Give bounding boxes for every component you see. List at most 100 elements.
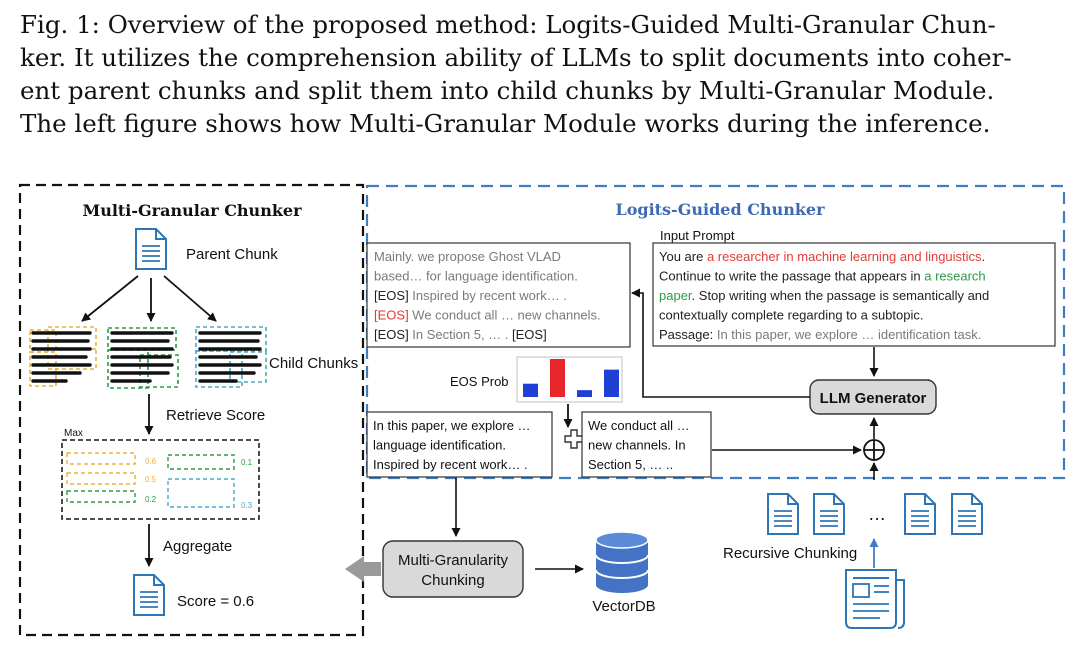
llm-generator-label: LLM Generator: [820, 390, 927, 407]
text-line: We conduct all …: [588, 418, 690, 433]
input-prompt-label: Input Prompt: [660, 228, 735, 243]
split-arrow-right: [163, 275, 217, 322]
parent-chunk-doc-icon: [135, 228, 167, 270]
text-span: contextually complete regarding to a sub…: [659, 308, 924, 323]
text-line: [EOS] In Section 5, … . [EOS]: [374, 327, 547, 342]
text-line: Mainly. we propose Ghost VLAD: [374, 249, 561, 264]
text-span: Mainly. we propose Ghost VLAD: [374, 249, 561, 264]
child-chunk-group-green: [107, 327, 179, 389]
text-line: language identification.: [373, 438, 506, 453]
text-line: You are a researcher in machine learning…: [659, 249, 985, 264]
aggregate-label: Aggregate: [163, 538, 232, 555]
final-score-label: Score = 0.6: [177, 593, 254, 610]
caption-line: Fig. 1: Overview of the proposed method:…: [20, 10, 996, 39]
caption-line: ker. It utilizes the comprehension abili…: [20, 43, 1012, 72]
multi-granularity-label-line1: Multi-Granularity: [398, 552, 509, 569]
eos-prob-bar: [577, 390, 592, 397]
input-prompt-text: You are a researcher in machine learning…: [659, 249, 989, 342]
text-line: In this paper, we explore …: [373, 418, 531, 433]
logits-guided-chunker-panel: Logits-Guided Chunker Input Prompt You a…: [365, 184, 1066, 480]
document-icon: [767, 493, 799, 535]
left-panel-border: [18, 183, 365, 637]
text-line: Passage: In this paper, we explore … ide…: [659, 327, 981, 342]
child-chunk-group-orange: [29, 326, 97, 387]
eos-prob-bar: [604, 369, 619, 397]
newspaper-icon: [845, 569, 905, 629]
retrieve-score-label: Retrieve Score: [166, 407, 265, 424]
child-chunk-group-teal: [195, 326, 267, 388]
text-line: new channels. In: [588, 438, 686, 453]
document-icon: [813, 493, 845, 535]
score-value: 0.1: [241, 458, 253, 467]
text-span: In this paper, we explore … identificati…: [717, 327, 981, 342]
left-panel-title: Multi-Granular Chunker: [82, 201, 302, 220]
text-span: Continue to write the passage that appea…: [659, 269, 924, 284]
eos-prob-bar: [550, 359, 565, 397]
plus-icon: [564, 429, 584, 449]
chunk-a-text: In this paper, we explore … language iden…: [373, 418, 531, 472]
text-line: Continue to write the passage that appea…: [659, 269, 986, 284]
score-value: 0.5: [145, 475, 157, 484]
score-item-orange-bottom: 0.5: [66, 472, 157, 485]
text-span: based… for language identification.: [374, 269, 578, 284]
chunk-a-box: [366, 411, 553, 478]
documents-ellipsis: …: [868, 504, 886, 524]
parent-chunk-label: Parent Chunk: [186, 246, 278, 263]
text-line: Section 5, … ..: [588, 457, 673, 472]
final-score-doc-icon: [133, 574, 165, 616]
text-line: Inspired by recent work… .: [373, 457, 528, 472]
multi-granular-chunker-panel: Multi-Granular Chunker Parent Chunk: [18, 183, 365, 637]
document-icon: [904, 493, 936, 535]
multi-granularity-label-line2: Chunking: [421, 572, 484, 589]
text-span: You are: [659, 249, 707, 264]
vectordb-icon: [595, 531, 649, 593]
figure-caption: Fig. 1: Overview of the proposed method:…: [20, 8, 1065, 140]
text-span: [EOS]: [374, 288, 412, 303]
text-span: a researcher in machine learning and lin…: [707, 249, 982, 264]
recursive-chunking-label: Recursive Chunking: [723, 545, 857, 562]
generator-to-output-arrow: [631, 288, 810, 398]
llm-output-text: Mainly. we propose Ghost VLAD based… for …: [374, 249, 601, 342]
text-span: In Section 5, … .: [412, 327, 512, 342]
right-panel-title: Logits-Guided Chunker: [615, 200, 825, 219]
text-span: [EOS]: [374, 308, 409, 323]
oplus-icon: [863, 439, 885, 461]
eos-prob-label: EOS Prob: [450, 374, 509, 389]
text-span: paper: [659, 288, 693, 303]
caption-line: The left figure shows how Multi-Granular…: [20, 109, 991, 138]
text-span: Inspired by recent work… .: [412, 288, 567, 303]
retrieve-score-box: [61, 439, 260, 520]
input-prompt-box: [652, 242, 1056, 347]
eos-prob-bars: [523, 359, 619, 397]
eos-prob-bar: [523, 383, 538, 397]
chunk-b-box: [581, 411, 712, 478]
split-arrow-left: [81, 275, 139, 322]
chunk-b-text: We conduct all … new channels. In Section …: [588, 418, 690, 472]
score-value: 0.3: [241, 501, 253, 510]
bottom-flow: Multi-Granularity Chunking VectorDB … Re…: [345, 478, 983, 629]
document-icon: [951, 493, 983, 535]
score-item-teal: 0.3: [167, 478, 253, 510]
text-span: [EOS]: [512, 327, 547, 342]
max-label: Max: [64, 428, 83, 439]
text-span: [EOS]: [374, 327, 412, 342]
text-span: . Stop writing when the passage is seman…: [692, 288, 990, 303]
text-line: based… for language identification.: [374, 269, 578, 284]
score-item-green-right: 0.1: [167, 454, 253, 470]
score-item-orange-top: 0.6: [66, 452, 157, 466]
to-left-panel-arrow: [345, 556, 381, 582]
score-value: 0.6: [145, 457, 157, 466]
text-line: [EOS] Inspired by recent work… .: [374, 288, 567, 303]
text-line: [EOS] We conduct all … new channels.: [374, 308, 601, 323]
caption-line: ent parent chunks and split them into ch…: [20, 76, 995, 105]
score-item-green-left: 0.2: [66, 490, 157, 504]
score-value: 0.2: [145, 495, 157, 504]
vectordb-label: VectorDB: [592, 598, 655, 615]
child-chunks-label: Child Chunks: [269, 355, 358, 372]
text-span: a research: [924, 269, 985, 284]
text-span: We conduct all … new channels.: [409, 308, 601, 323]
text-line: contextually complete regarding to a sub…: [659, 308, 924, 323]
text-span: .: [982, 249, 986, 264]
text-line: paper. Stop writing when the passage is …: [659, 288, 989, 303]
